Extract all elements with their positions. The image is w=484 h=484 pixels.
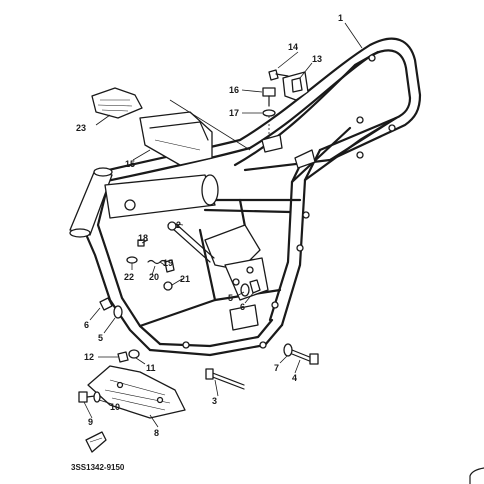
diagram-reference-code: 3SS1342-9150 [71, 463, 125, 472]
skid-plate-part-8 [87, 365, 186, 419]
callout-13: 13 [312, 54, 322, 64]
leader-lines [83, 22, 363, 428]
spring-part-20 [147, 259, 167, 265]
callout-6-right: 6 [240, 302, 245, 312]
callout-22: 22 [124, 272, 134, 282]
bolt-part-2 [167, 221, 215, 263]
pin-part-18 [137, 239, 145, 247]
bolt-part-4 [291, 349, 319, 365]
nut-part-6-right [249, 279, 261, 294]
callout-11: 11 [146, 363, 156, 373]
front-direction-arrow-icon [85, 431, 107, 453]
callout-23: 23 [76, 123, 86, 133]
callout-18: 18 [138, 233, 148, 243]
callout-21: 21 [180, 274, 190, 284]
callout-19: 19 [163, 258, 173, 268]
callout-15: 15 [125, 159, 135, 169]
callout-10: 10 [110, 402, 120, 412]
nut-part-6-left [99, 297, 113, 311]
collar-part-11 [128, 349, 140, 359]
bolt-part-16 [262, 87, 276, 107]
callout-4: 4 [292, 373, 297, 383]
guard-part-15 [139, 99, 251, 166]
callout-3: 3 [212, 396, 217, 406]
nut-part-12 [117, 351, 129, 363]
callout-20: 20 [149, 272, 159, 282]
washer-part-22 [126, 256, 138, 264]
callout-2: 2 [176, 220, 181, 230]
callout-labels: 1 2 3 4 5 5 6 6 7 8 9 10 11 12 13 14 15 … [76, 13, 343, 438]
callout-14: 14 [288, 42, 298, 52]
bracket-part-13 [282, 71, 309, 101]
bolt-part-9 [78, 391, 96, 403]
bolt-part-14 [268, 69, 289, 81]
callout-16: 16 [229, 85, 239, 95]
callout-7: 7 [274, 363, 279, 373]
callout-1: 1 [338, 13, 343, 23]
callout-17: 17 [229, 108, 239, 118]
corner-mark [469, 467, 484, 484]
callout-5-left: 5 [98, 333, 103, 343]
collar-part-5-right [240, 283, 250, 297]
washer-part-17 [262, 109, 276, 140]
washer-part-10 [93, 391, 101, 403]
washer-part-7 [283, 343, 293, 357]
cover-part-23 [91, 87, 143, 119]
callout-9: 9 [88, 417, 93, 427]
callout-8: 8 [154, 428, 159, 438]
clip-part-19 [164, 259, 175, 273]
bolt-part-21 [163, 281, 173, 291]
bolt-part-3 [205, 368, 245, 390]
callout-5-right: 5 [228, 293, 233, 303]
callout-12: 12 [84, 352, 94, 362]
collar-part-5-left [113, 305, 123, 319]
callout-6-left: 6 [84, 320, 89, 330]
